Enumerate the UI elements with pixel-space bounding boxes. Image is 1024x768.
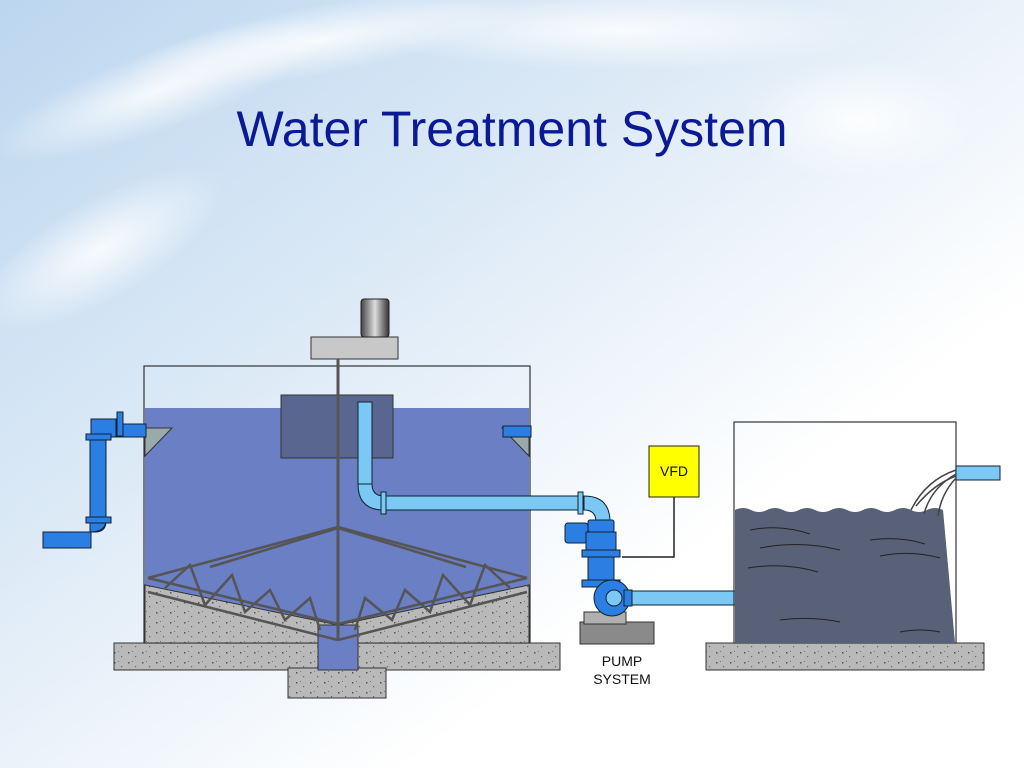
vfd-label: VFD (660, 463, 688, 479)
clarifier-tank (143, 298, 531, 671)
ground-foundation (113, 642, 985, 699)
effluent-pipe (357, 401, 611, 523)
pump-label-line1: PUMP (602, 653, 642, 669)
pump-assembly (564, 519, 655, 645)
clearwell-tank (733, 421, 1001, 644)
slide-title: Water Treatment System (236, 101, 788, 157)
pump-label-line2: SYSTEM (593, 671, 651, 687)
vfd-controller: VFD (622, 445, 700, 558)
inlet-pipe (42, 411, 532, 549)
